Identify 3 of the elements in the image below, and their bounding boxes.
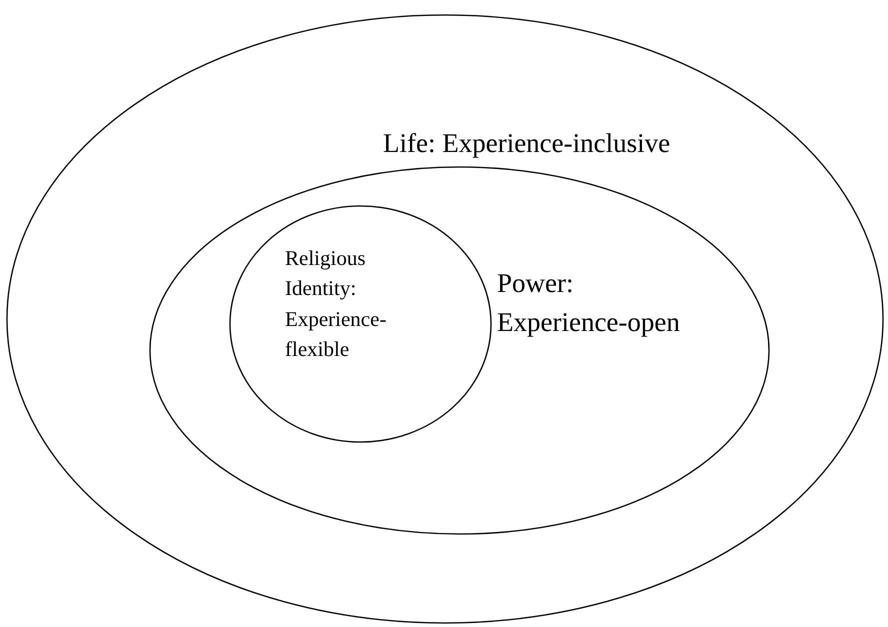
region-label: Power: Experience-open — [497, 267, 681, 340]
region-label: Religious Identity: Experience-flexible — [285, 245, 388, 364]
region-label: Life: Experience-inclusive — [383, 127, 670, 160]
